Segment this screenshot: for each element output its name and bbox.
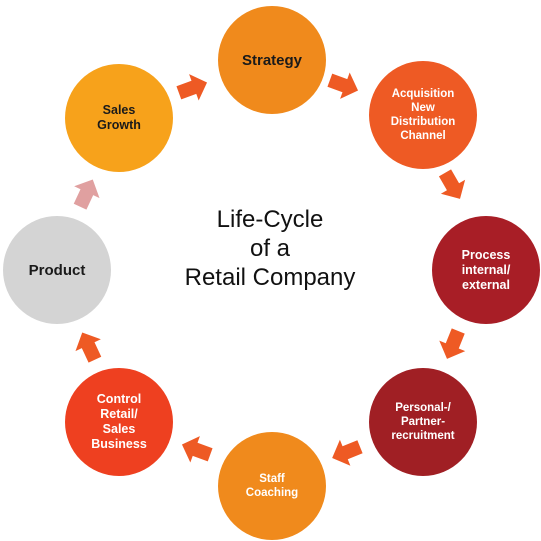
node-acquisition: Acquisition New Distribution Channel — [369, 61, 477, 169]
node-control: Control Retail/ Sales Business — [65, 368, 173, 476]
node-staff: Staff Coaching — [218, 432, 326, 540]
node-strategy: Strategy — [218, 6, 326, 114]
node-process-label: Process internal/ external — [461, 247, 511, 292]
node-product: Product — [3, 216, 111, 324]
node-process: Process internal/ external — [432, 216, 540, 324]
node-strategy-label: Strategy — [241, 51, 303, 69]
arrow-control-to-product-icon — [75, 332, 102, 363]
diagram-title: Life-Cycle of a Retail Company — [184, 206, 356, 291]
node-staff-label: Staff Coaching — [245, 473, 299, 499]
node-sales-growth-label: Sales Growth — [97, 103, 141, 132]
node-product-label: Product — [28, 261, 86, 279]
node-control-label: Control Retail/ Sales Business — [91, 392, 147, 451]
node-sales-growth: Sales Growth — [65, 64, 173, 172]
arrow-process-to-personal-icon — [439, 328, 466, 359]
node-personal-label: Personal-/ Partner- recruitment — [391, 402, 455, 442]
arrow-sales-to-strategy-icon — [176, 74, 208, 101]
arrow-personal-to-staff-icon — [332, 439, 363, 466]
node-personal: Personal-/ Partner- recruitment — [369, 368, 477, 476]
arrow-acquisition-to-process-icon — [438, 169, 466, 199]
arrow-staff-to-control-icon — [181, 436, 213, 463]
arrow-product-to-sales-icon — [73, 179, 100, 210]
node-acquisition-label: Acquisition New Distribution Channel — [390, 88, 456, 142]
arrow-strategy-to-acquisition-icon — [327, 72, 359, 99]
